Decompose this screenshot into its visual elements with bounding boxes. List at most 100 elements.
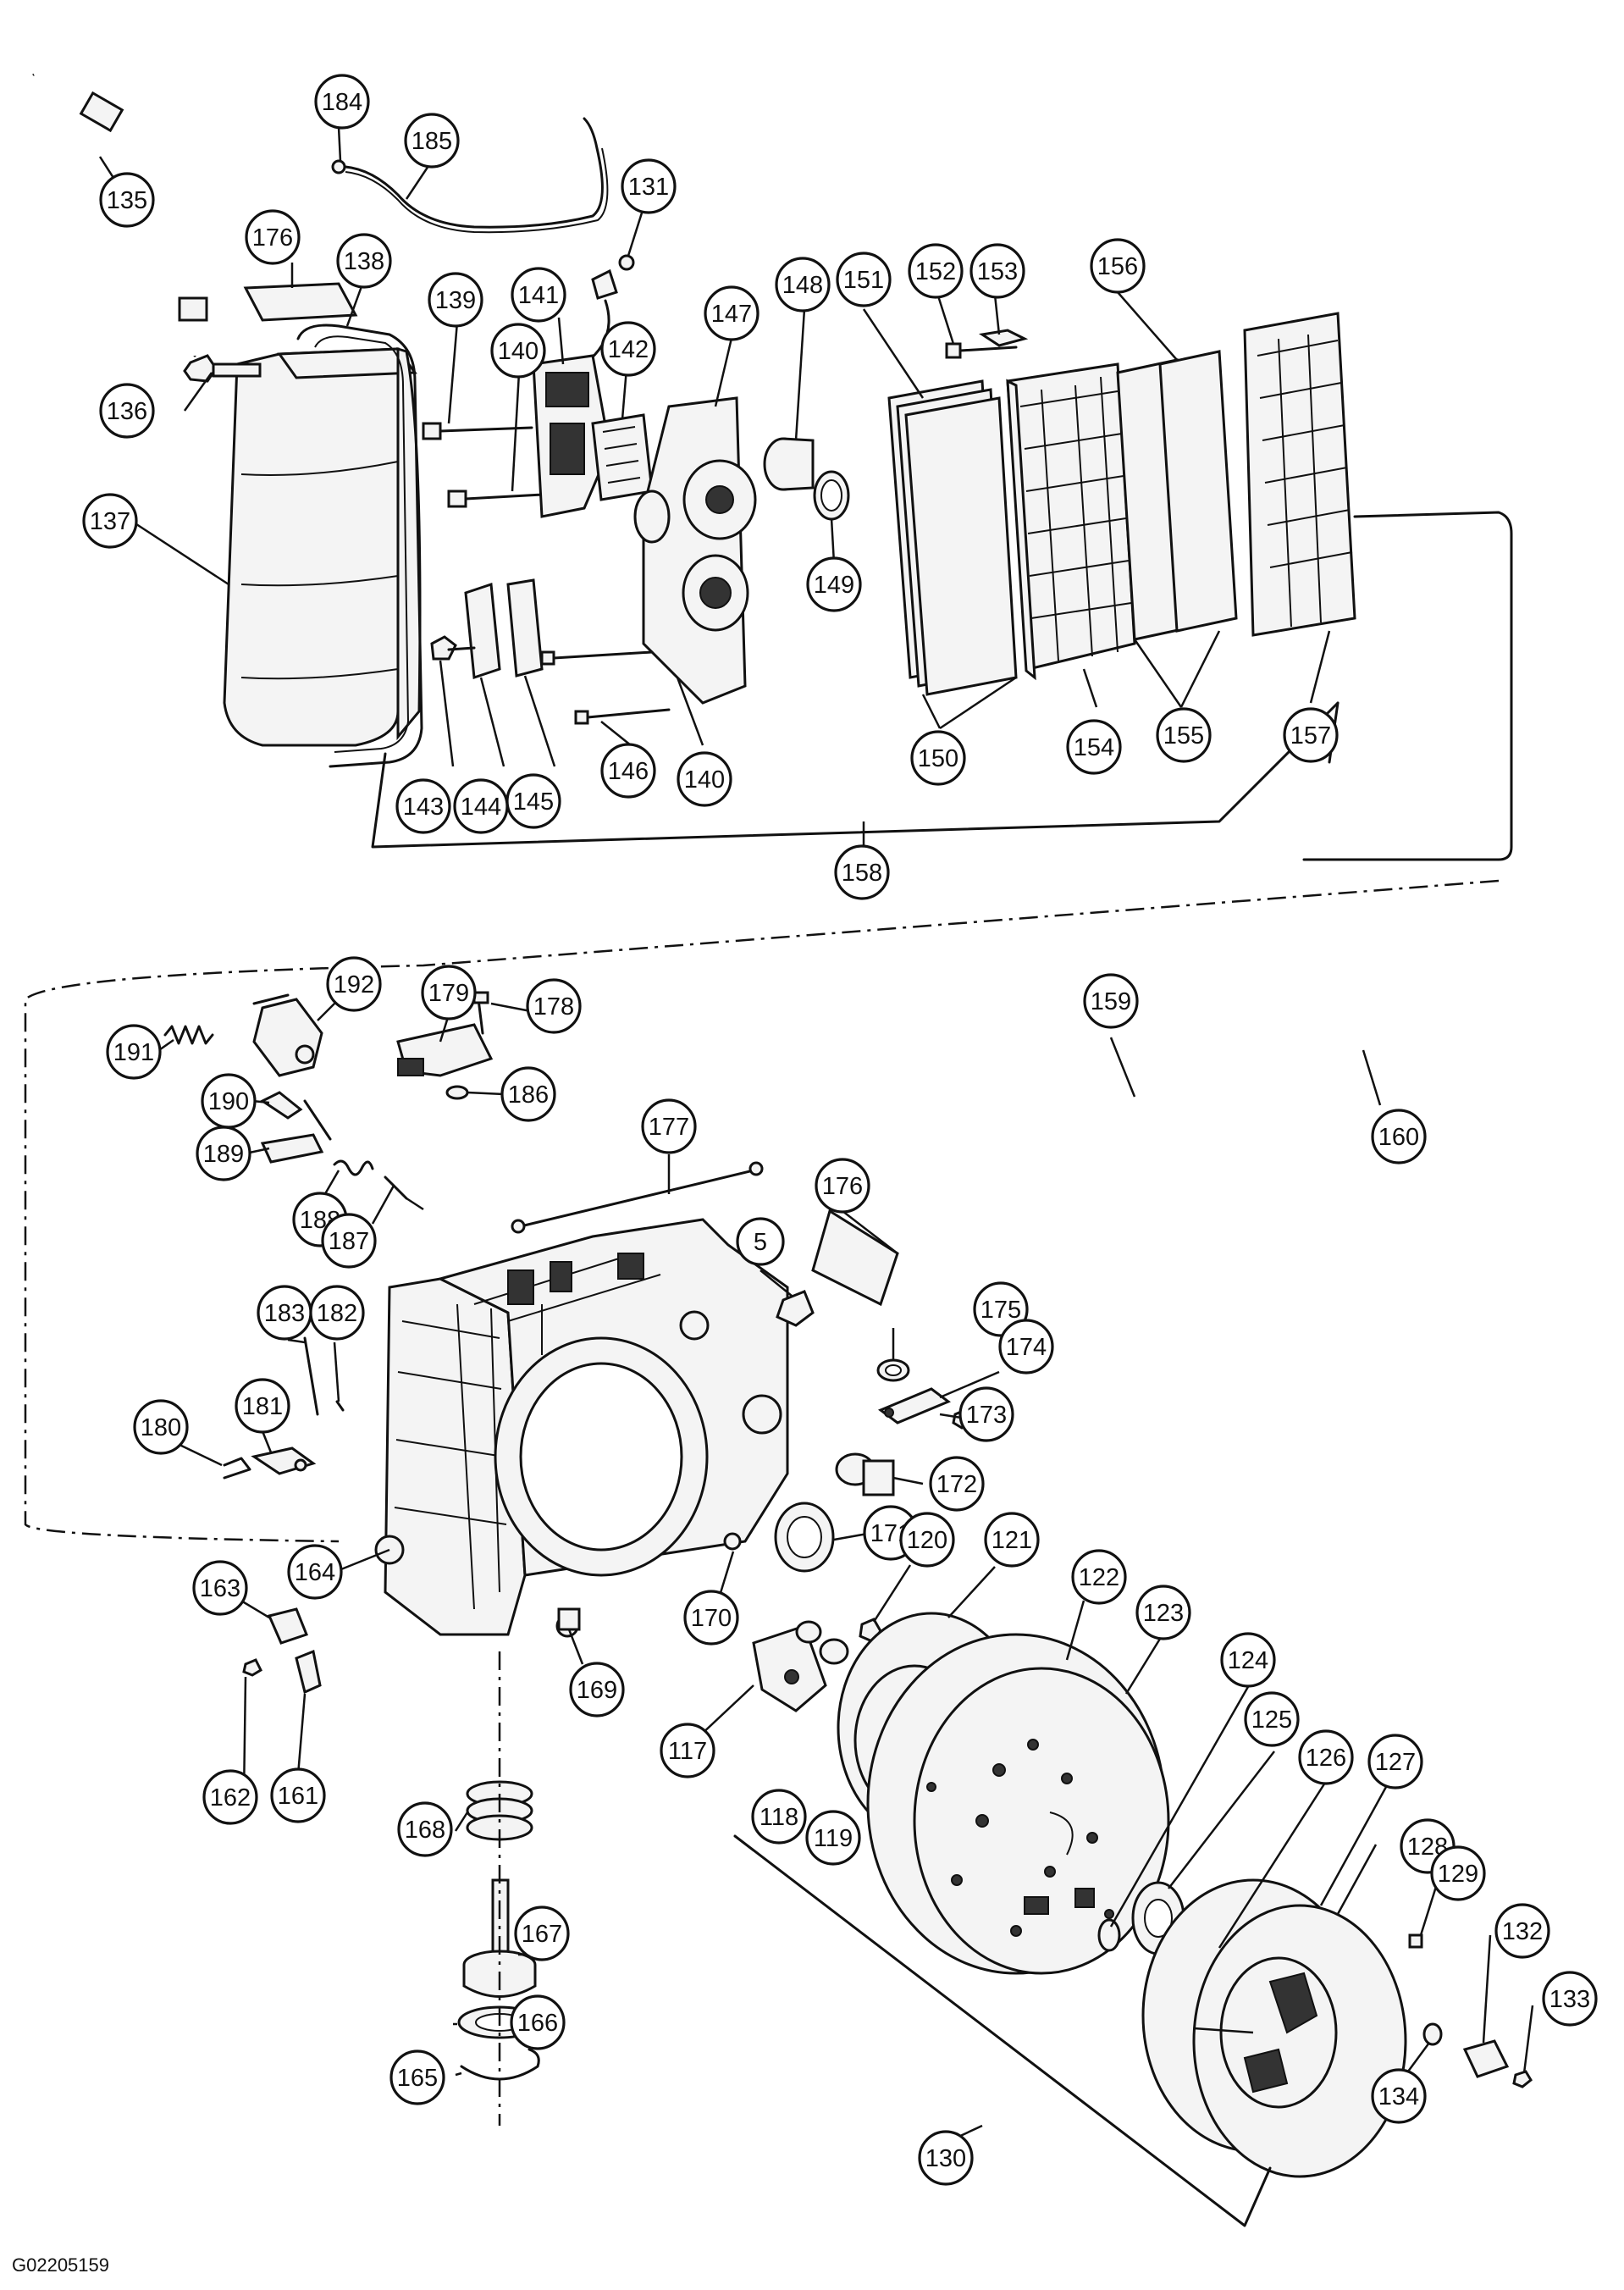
- pan-gasket-138: [296, 324, 423, 768]
- callout-191: 191: [106, 1024, 162, 1080]
- callout-number: 175: [980, 1297, 1021, 1324]
- callout-165: 165: [389, 2049, 445, 2105]
- callout-circle: [929, 1456, 985, 1512]
- callout-number: 173: [966, 1402, 1007, 1429]
- callout-circle: [815, 1158, 870, 1214]
- callout-121: 121: [984, 1512, 1040, 1568]
- callout-186: 186: [500, 1066, 556, 1122]
- callout-number: 160: [1378, 1124, 1419, 1151]
- callout-number: 137: [90, 508, 130, 535]
- callout-149: 149: [806, 556, 862, 612]
- callout-number: 118: [760, 1804, 798, 1831]
- callout-circle: [910, 730, 966, 786]
- callout-number: 190: [208, 1088, 249, 1115]
- callout-number: 5: [754, 1229, 767, 1256]
- callout-number: 138: [344, 248, 384, 275]
- callout-circle: [1367, 1734, 1423, 1789]
- callout-158: 158: [834, 844, 890, 900]
- callout-140: 140: [677, 751, 732, 807]
- callout-130: 130: [918, 2130, 974, 2186]
- callout-119: 119: [805, 1810, 861, 1866]
- callout-circle: [836, 252, 892, 307]
- callout-129: 129: [1430, 1845, 1486, 1901]
- callout-circle: [918, 2130, 974, 2186]
- pump-cover-126-127: [1141, 1878, 1407, 2178]
- callout-167: 167: [514, 1906, 570, 1961]
- callout-circle: [775, 257, 831, 313]
- callout-circle: [600, 321, 656, 377]
- callout-circle: [490, 323, 546, 379]
- callout-number: 155: [1163, 722, 1204, 750]
- callout-146: 146: [600, 743, 656, 799]
- callout-147: 147: [704, 285, 760, 341]
- callout-184: 184: [314, 74, 370, 130]
- callout-142: 142: [600, 321, 656, 377]
- callout-circle: [1071, 1549, 1127, 1605]
- bolt-136: [183, 354, 262, 383]
- callout-number: 122: [1079, 1564, 1119, 1591]
- callout-circle: [1371, 2068, 1427, 2124]
- callout-144: 144: [453, 778, 509, 834]
- transaxle-case-164: [374, 1218, 789, 1638]
- callout-circle: [202, 1769, 258, 1825]
- callout-circle: [192, 1560, 248, 1616]
- callout-circle: [958, 1386, 1014, 1442]
- figure-id: G02205159: [12, 2254, 109, 2276]
- callout-circle: [1083, 973, 1139, 1029]
- callout-5: 5: [736, 1217, 785, 1266]
- callout-number: 178: [533, 993, 574, 1021]
- callout-circle: [389, 2049, 445, 2105]
- callout-192: 192: [326, 956, 382, 1012]
- callout-number: 153: [977, 258, 1018, 285]
- spring-191: [163, 1025, 214, 1045]
- callout-number: 139: [435, 287, 476, 314]
- callout-circle: [404, 113, 460, 169]
- callout-circle: [514, 1906, 570, 1961]
- callout-number: 126: [1306, 1745, 1346, 1772]
- callout-170: 170: [683, 1590, 739, 1646]
- callout-number: 154: [1074, 734, 1114, 761]
- callout-178: 178: [526, 978, 582, 1034]
- callout-132: 132: [1494, 1903, 1550, 1959]
- gasket-142: [591, 413, 654, 501]
- callout-number: 131: [628, 174, 669, 201]
- callout-number: 168: [405, 1817, 445, 1844]
- callout-circle: [526, 978, 582, 1034]
- oil-pan-137: [223, 346, 422, 747]
- callout-number: 148: [782, 272, 823, 299]
- callout-number: 189: [203, 1141, 244, 1168]
- callout-number: 156: [1097, 253, 1138, 280]
- callout-number: 124: [1228, 1647, 1268, 1674]
- callout-122: 122: [1071, 1549, 1127, 1605]
- sensor-132-bolt-133: [1462, 2039, 1533, 2088]
- callout-177: 177: [641, 1098, 697, 1154]
- callout-number: 176: [252, 224, 293, 252]
- callout-number: 144: [461, 794, 501, 821]
- callout-circle: [196, 1126, 251, 1181]
- callout-number: 167: [522, 1921, 562, 1948]
- plug-148-seal-149: [763, 437, 850, 521]
- callout-circle: [1066, 719, 1122, 775]
- callout-number: 191: [113, 1039, 154, 1066]
- callout-number: 165: [397, 2065, 438, 2092]
- callout-circle: [99, 383, 155, 439]
- callout-circle: [677, 751, 732, 807]
- callout-number: 149: [814, 572, 854, 599]
- callout-number: 164: [295, 1559, 335, 1586]
- callout-135: 135: [99, 172, 155, 228]
- group-bracket-130: [733, 1834, 1272, 2227]
- callout-141: 141: [511, 267, 566, 323]
- callout-circle: [1244, 1691, 1300, 1747]
- callout-117: 117: [660, 1723, 715, 1778]
- valve-body-157: [1243, 312, 1356, 637]
- callout-number: 140: [498, 338, 539, 365]
- callout-circle: [569, 1662, 625, 1718]
- callout-145: 145: [505, 773, 561, 829]
- callout-number: 172: [936, 1471, 977, 1498]
- callout-number: 140: [684, 766, 725, 794]
- callout-circle: [235, 1378, 290, 1434]
- callout-circle: [660, 1723, 715, 1778]
- callout-139: 139: [428, 272, 483, 328]
- callout-number: 184: [322, 89, 362, 116]
